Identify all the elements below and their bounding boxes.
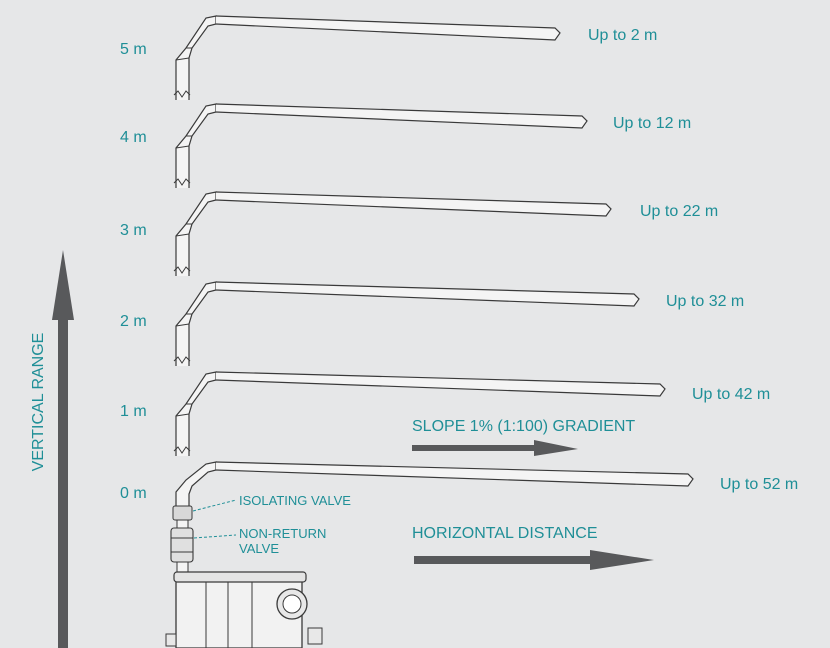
height-label: 3 m — [120, 222, 147, 239]
non-return-label-line2: VALVE — [239, 541, 279, 556]
distance-label: Up to 42 m — [692, 386, 770, 403]
level-row-0m: 0 m Up to 52 m — [120, 461, 798, 508]
distance-label: Up to 12 m — [613, 115, 691, 132]
isolating-valve — [172, 505, 193, 529]
level-row-3m: 3 m Up to 22 m — [120, 191, 718, 277]
vertical-range-label: VERTICAL RANGE — [30, 333, 47, 472]
non-return-valve — [170, 527, 194, 577]
height-label: 0 m — [120, 485, 147, 502]
height-label: 2 m — [120, 313, 147, 330]
isolating-valve-label: ISOLATING VALVE — [239, 493, 351, 508]
level-row-2m: 2 m Up to 32 m — [120, 281, 744, 367]
horizontal-distance-label: HORIZONTAL DISTANCE — [412, 525, 598, 542]
pump-unit — [165, 571, 323, 648]
distance-label: Up to 22 m — [640, 203, 718, 220]
height-label: 5 m — [120, 41, 147, 58]
height-label: 1 m — [120, 403, 147, 420]
level-row-4m: 4 m Up to 12 m — [120, 103, 691, 189]
level-row-5m: 5 m Up to 2 m — [120, 15, 657, 101]
distance-label: Up to 52 m — [720, 476, 798, 493]
level-row-1m: 1 m Up to 42 m — [120, 371, 770, 457]
horizontal-distance-arrow — [414, 550, 654, 570]
distance-label: Up to 2 m — [588, 27, 657, 44]
vertical-range-arrow — [52, 250, 74, 648]
height-label: 4 m — [120, 129, 147, 146]
slope-arrow — [412, 440, 578, 456]
slope-label: SLOPE 1% (1:100) GRADIENT — [412, 418, 635, 435]
non-return-label-line1: NON-RETURN — [239, 526, 326, 541]
distance-label: Up to 32 m — [666, 293, 744, 310]
